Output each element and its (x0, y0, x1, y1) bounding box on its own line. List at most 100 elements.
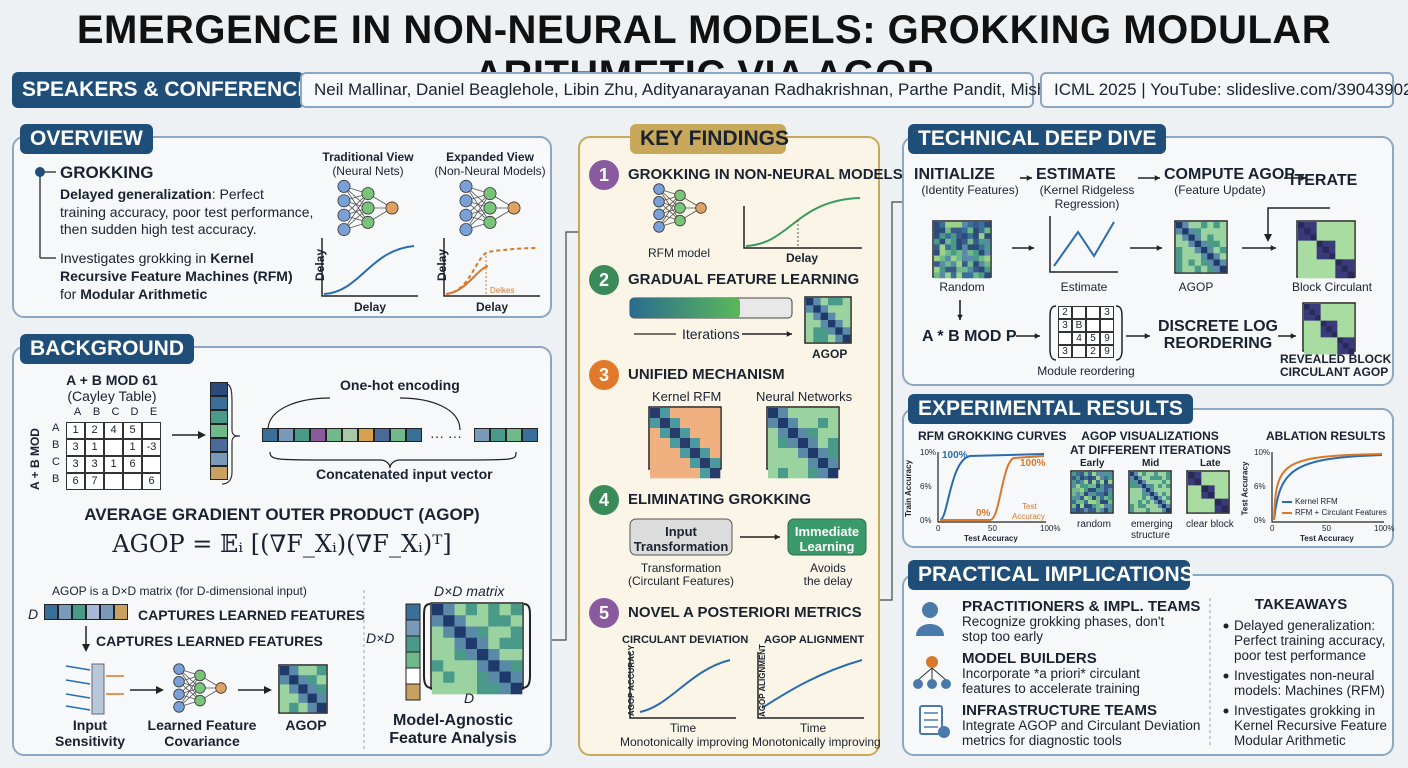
conference-box (1040, 72, 1394, 108)
arr4 (1012, 245, 1034, 251)
agop-formula: AGOP = 𝔼ᵢ [(∇F_Xᵢ)(∇F_Xᵢ)ᵀ] (112, 530, 452, 558)
arr7 (957, 300, 963, 320)
matrix-note: AGOP is a D×D matrix (for D-dimensional … (52, 584, 307, 598)
arr1 (1020, 175, 1032, 181)
grid-cell (1100, 319, 1114, 332)
test-o1: Test (1022, 502, 1037, 511)
rfm-ytick: 10% (920, 448, 937, 457)
cayley-cell: 4 (104, 422, 123, 439)
tech-block: Block Circulant (1291, 280, 1373, 294)
random-matrix (932, 220, 992, 279)
cayley-cell: 3 (66, 456, 85, 473)
onehot-cell (210, 466, 228, 480)
cayley-cell (104, 473, 123, 490)
abl-xtick: 50 (1322, 524, 1331, 533)
immediate-box (787, 518, 867, 556)
tech-revealed-2: CIRCULANT AGOP (1280, 365, 1389, 379)
practical-line2: metrics for diagnostic tools (962, 733, 1122, 748)
grid-cell (1058, 332, 1072, 345)
finding-number: 5 (589, 598, 619, 628)
transformation-line1: Transformation (640, 561, 722, 575)
abl-ylabel: Test Accuracy (1240, 461, 1250, 516)
tech-estimate: Estimate (1060, 280, 1108, 294)
concat-cell (342, 428, 358, 442)
mono-1: Monotonically improving (620, 735, 749, 749)
practical-line1: Incorporate *a priori* circulant (962, 666, 1140, 681)
input-sens-1: Input (72, 717, 108, 733)
onehot-label: One-hot encoding (340, 377, 460, 393)
cayley-cell: 5 (123, 422, 142, 439)
cayley-cell: 1 (104, 456, 123, 473)
cayley-side-label: A + B MOD (27, 428, 42, 490)
abl-ytick: 6% (1254, 482, 1266, 491)
model-agnostic-1: Model-Agnostic (393, 712, 513, 729)
agop-small-label: AGOP (285, 717, 327, 733)
infrastructure-icon (919, 705, 950, 738)
arr9 (1126, 333, 1150, 339)
inv-kernel: Kernel (210, 250, 254, 266)
takeaway-line: Kernel Recursive Feature (1234, 718, 1388, 733)
emerging-caption: emerging (1131, 519, 1173, 530)
d-bottom-label: D (464, 690, 475, 706)
onehot-cell (210, 382, 228, 396)
concat-cell (262, 428, 278, 442)
onehot-cell (210, 424, 228, 438)
onehot-cell (210, 410, 228, 424)
dxd-column-vector (405, 603, 421, 701)
ov-xlabel-2: Delay (476, 300, 509, 314)
practical-title: MODEL BUILDERS (962, 650, 1097, 667)
vis-early (1070, 470, 1114, 514)
input-sensitivity-icon (65, 663, 124, 715)
transform-arrow (740, 534, 780, 540)
takeaway-line: models: Machines (RFM) (1234, 683, 1385, 698)
tech-revealed-1: REVEALED BLOCK (1280, 352, 1392, 366)
vis-late (1186, 470, 1230, 514)
concat-cell (406, 428, 422, 442)
arr3 (1284, 175, 1306, 181)
rfm-curves-title: RFM GROKKING CURVES (918, 429, 1067, 443)
concat-cell (310, 428, 326, 442)
bg-arrows (172, 383, 517, 485)
rfm-xtick: 0 (936, 524, 941, 533)
finding-number: 2 (589, 265, 619, 295)
model-agnostic-2: Feature Analysis (389, 730, 517, 747)
input-sens-2: Sensitivity (54, 733, 126, 749)
legend-2: RFM + Circulant Features (1295, 508, 1387, 517)
estimate-plot (1049, 216, 1118, 273)
arr6 (1242, 245, 1276, 251)
practical-title: INFRASTRUCTURE TEAMS (962, 702, 1157, 719)
input-transform-text: Input Transformation (633, 524, 729, 554)
finding-title: ELIMINATING GROKKING (628, 491, 812, 508)
feature-icons (65, 602, 531, 715)
inv-text: Investigates grokking in (60, 250, 211, 266)
arr2 (1138, 175, 1160, 181)
random-caption: random (1077, 519, 1111, 530)
rfm-xlabel: Test Accuracy (964, 534, 1018, 543)
iter-arrow (742, 331, 792, 337)
exp-view: Expanded View (446, 150, 534, 164)
takeaways-title: TAKEAWAYS (1254, 596, 1348, 613)
d-cell (44, 604, 58, 620)
finding-number: 3 (589, 360, 619, 390)
expanded-net (459, 179, 521, 237)
overview-label: OVERVIEW (20, 124, 153, 154)
rfm-xtick: 50 (988, 524, 997, 533)
d-cell (58, 604, 72, 620)
revealed-block (1302, 302, 1356, 355)
concat-cell (490, 428, 506, 442)
grid-cell: 2 (1058, 306, 1072, 319)
iterations-label: Iterations (682, 326, 740, 342)
practical-line1: Recognize grokking phases, don't (962, 614, 1165, 629)
d-cell (72, 604, 86, 620)
delayed-line3: then sudden high test accuracy. (60, 221, 257, 237)
finding-title: NOVEL A POSTERIORI METRICS (628, 604, 862, 621)
model-builder-icon (913, 656, 951, 689)
takeaway-line: Delayed generalization: (1234, 618, 1376, 633)
tech-label: TECHNICAL DEEP DIVE (908, 124, 1167, 154)
grid-cell (1086, 306, 1100, 319)
tech-random: Random (939, 280, 985, 294)
grid-cell: 3 (1100, 306, 1114, 319)
rfm-ytick: 0% (920, 516, 932, 525)
takeaway-line: Perfect training accuracy, (1234, 633, 1386, 648)
